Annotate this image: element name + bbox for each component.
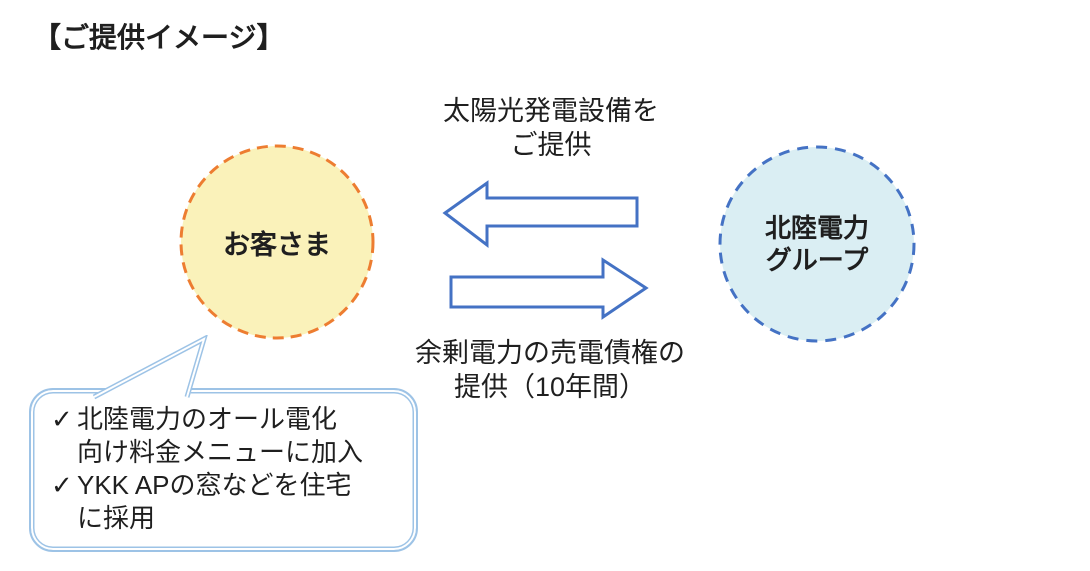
customer-label-text: お客さま [223,229,331,260]
callout-item-text: YKK APの窓などを住宅 に採用 [77,469,352,535]
customer-circle-shape [179,144,375,340]
bottom-flow-label: 余剰電力の売電債権の 提供（10年間） [385,336,715,404]
top-flow-label: 太陽光発電設備を ご提供 [391,94,711,162]
company-label-line1: 北陸電力 [764,213,869,243]
left-block-arrow-icon [442,180,639,249]
callout-tail [92,335,208,400]
company-circle-label: 北陸電力 グループ [719,146,915,342]
customer-circle [179,144,375,340]
callout-item1-line1: 北陸電力のオール電化 [77,404,338,434]
callout-item2-line1: YKK APの窓などを住宅 [77,470,352,500]
top-flow-label-line2: ご提供 [510,130,592,160]
company-circle-shape [718,145,916,343]
page-title: 【ご提供イメージ】 [33,22,285,53]
right-block-arrow-icon [449,257,649,320]
callout-item: ✓ 北陸電力のオール電化 向け料金メニューに加入 [51,403,404,469]
customer-circle-label: お客さま [181,146,373,338]
company-circle [718,145,916,343]
callout-bubble: ✓ 北陸電力のオール電化 向け料金メニューに加入 ✓ YKK APの窓などを住宅… [29,388,418,552]
bottom-flow-label-line2: 提供（10年間） [453,372,647,402]
callout-item2-line2: に採用 [77,503,156,533]
callout-item1-line2: 向け料金メニューに加入 [77,437,364,467]
callout-tail-inner-line [93,337,206,398]
check-icon: ✓ [51,404,73,434]
top-flow-label-line1: 太陽光発電設備を [443,96,659,126]
company-label-line2: グループ [765,245,869,275]
callout-item: ✓ YKK APの窓などを住宅 に採用 [51,469,404,535]
bottom-flow-label-line1: 余剰電力の売電債権の [415,338,685,368]
callout-item-text: 北陸電力のオール電化 向け料金メニューに加入 [77,403,363,469]
check-icon: ✓ [51,470,73,500]
flow-arrows [442,180,649,320]
